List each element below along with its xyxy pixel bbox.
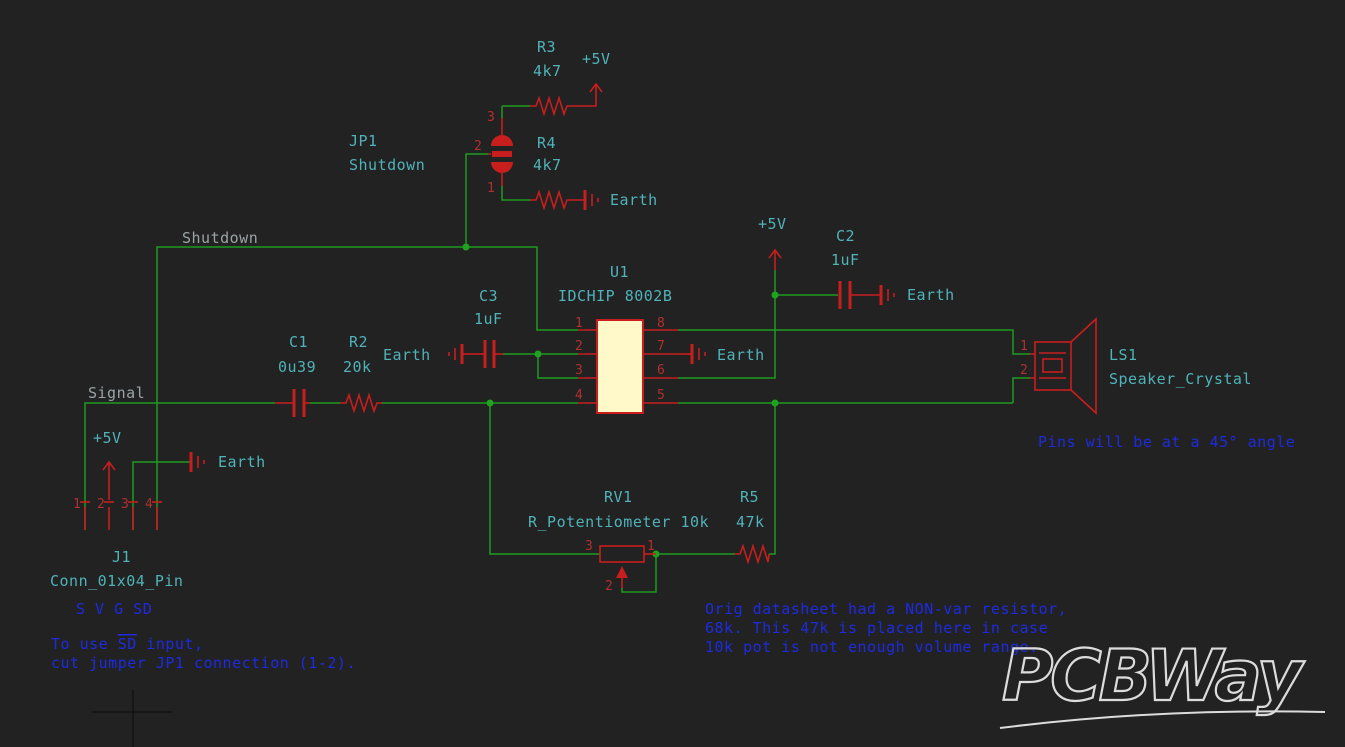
note-j1-pins: S V G SD <box>76 600 152 618</box>
power-5v-label-j1: +5V <box>93 429 122 447</box>
u1-pin-4: 4 <box>575 388 583 403</box>
note-sd-pre: To use <box>51 635 118 653</box>
note-orig-line3: 10k pot is not enough volume range. <box>705 638 1039 656</box>
jp1-pin-1: 1 <box>487 181 495 196</box>
ground-label-u1: Earth <box>717 346 765 364</box>
ground-u1-pin7: Earth <box>678 344 765 364</box>
r2-value: 20k <box>343 358 372 376</box>
u1-pin-2: 2 <box>575 339 583 354</box>
c1-ref: C1 <box>289 333 308 351</box>
potentiometer-rv1[interactable]: 3 1 2 RV1 R_Potentiometer 10k <box>528 488 709 594</box>
ls1-value: Speaker_Crystal <box>1109 370 1252 388</box>
note-sd-line2: cut jumper JP1 connection (1-2). <box>51 654 356 672</box>
u1-value: IDCHIP 8002B <box>558 287 672 305</box>
ground-label-j1: Earth <box>218 453 266 471</box>
u1-pin-6: 6 <box>657 363 665 378</box>
c2-value: 1uF <box>831 251 860 269</box>
c1-value: 0u39 <box>278 358 316 376</box>
u1-pin-1: 1 <box>575 316 583 331</box>
crosshair-marker <box>92 690 172 747</box>
rv1-pin-2: 2 <box>605 579 613 594</box>
ground-j1: Earth <box>189 452 266 472</box>
r5-ref: R5 <box>740 488 759 506</box>
ground-label-c2: Earth <box>907 286 955 304</box>
ground-c3: Earth <box>383 344 470 364</box>
power-5v-label-top: +5V <box>582 50 611 68</box>
net-label-shutdown: Shutdown <box>182 229 258 247</box>
ground-label-c3: Earth <box>383 346 431 364</box>
jp1-ref: JP1 <box>349 132 378 150</box>
c2-ref: C2 <box>836 227 855 245</box>
r2-ref: R2 <box>349 333 368 351</box>
j1-pin-3: 3 <box>121 497 129 512</box>
power-5v-j1: +5V <box>93 429 122 500</box>
ground-r4: Earth <box>583 190 658 210</box>
power-5v-top: +5V <box>582 50 611 93</box>
ground-c2: Earth <box>879 285 955 305</box>
ground-label-r4: Earth <box>610 191 658 209</box>
ls1-ref: LS1 <box>1109 346 1138 364</box>
ls1-pin-1: 1 <box>1020 339 1028 354</box>
watermark-text: PCBWay <box>1002 635 1306 717</box>
note-orig-line2: 68k. This 47k is placed here in case <box>705 619 1048 637</box>
u1-pin-7: 7 <box>657 339 665 354</box>
power-5v-u1: +5V <box>758 215 787 270</box>
jp1-value: Shutdown <box>349 156 425 174</box>
note-sd-post: input, <box>137 635 204 653</box>
r3-value: 4k7 <box>533 62 562 80</box>
j1-pin-2: 2 <box>97 497 105 512</box>
c3-value: 1uF <box>474 310 503 328</box>
c3-ref: C3 <box>479 287 498 305</box>
note-orig-datasheet: Orig datasheet had a NON-var resistor, 6… <box>705 600 1067 656</box>
note-sd-over: SD <box>118 635 137 653</box>
j1-pin-1: 1 <box>73 497 81 512</box>
resistor-r5[interactable]: R5 47k <box>735 488 770 565</box>
connector-j1[interactable]: 1 2 3 4 J1 Conn_01x04_Pin <box>50 497 183 590</box>
jumper-jp1[interactable]: 3 2 1 JP1 Shutdown <box>349 110 513 196</box>
net-label-signal: Signal <box>88 384 145 402</box>
j1-ref: J1 <box>112 548 131 566</box>
pcbway-watermark: PCBWay <box>999 634 1326 729</box>
resistor-r4[interactable]: R4 4k7 <box>530 134 584 211</box>
j1-pin-4: 4 <box>145 497 153 512</box>
rv1-ref: RV1 <box>604 488 633 506</box>
jp1-pin-2: 2 <box>474 139 482 154</box>
note-orig-line1: Orig datasheet had a NON-var resistor, <box>705 600 1067 618</box>
r5-value: 47k <box>736 513 765 531</box>
note-ls1-angle: Pins will be at a 45° angle <box>1038 433 1295 451</box>
wires <box>84 105 1030 593</box>
j1-value: Conn_01x04_Pin <box>50 572 183 590</box>
rv1-pin-1: 1 <box>647 539 655 554</box>
capacitor-c2[interactable]: C2 1uF <box>831 227 880 309</box>
junctions <box>462 243 779 558</box>
power-5v-label-u1: +5V <box>758 215 787 233</box>
resistor-r2[interactable]: R2 20k <box>340 333 382 414</box>
u1-pin-5: 5 <box>657 388 665 403</box>
note-sd-input: To use SD input, cut jumper JP1 connecti… <box>51 635 356 672</box>
rv1-pin-3: 3 <box>585 539 593 554</box>
jp1-pin-3: 3 <box>487 110 495 125</box>
r4-value: 4k7 <box>533 156 562 174</box>
resistor-r3[interactable]: R3 4k7 <box>530 38 597 117</box>
ls1-pin-2: 2 <box>1020 363 1028 378</box>
speaker-ls1[interactable]: 1 2 LS1 Speaker_Crystal <box>1020 317 1252 415</box>
capacitor-c1[interactable]: C1 0u39 <box>275 333 316 417</box>
capacitor-c3[interactable]: C3 1uF <box>470 287 503 368</box>
u1-ref: U1 <box>610 263 629 281</box>
u1-pin-3: 3 <box>575 363 583 378</box>
ic-u1[interactable]: 1 2 3 4 8 7 6 5 U1 IDCHIP 8002B <box>558 263 678 414</box>
u1-pin-8: 8 <box>657 316 665 331</box>
svg-text:To use SD input,: To use SD input, <box>51 635 204 653</box>
r4-ref: R4 <box>537 134 556 152</box>
r3-ref: R3 <box>537 38 556 56</box>
rv1-value: R_Potentiometer 10k <box>528 513 709 531</box>
